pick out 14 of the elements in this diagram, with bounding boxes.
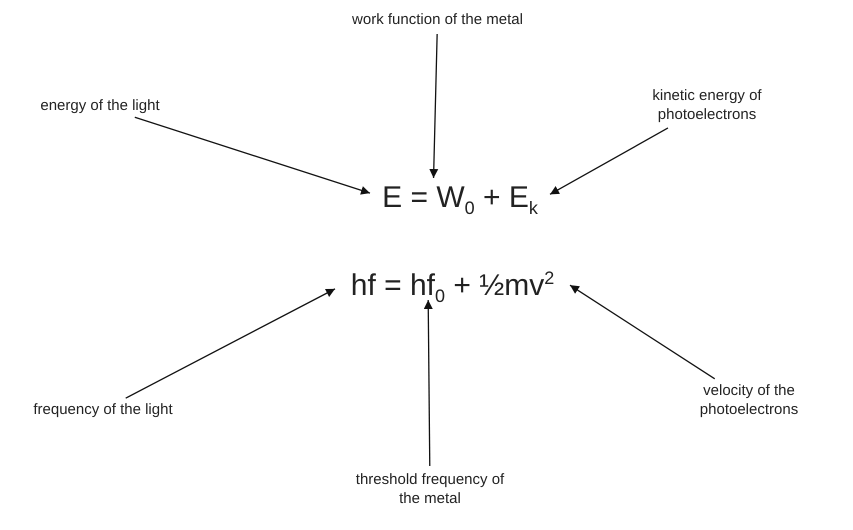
annotation-label: energy of the light xyxy=(20,96,180,115)
arrow xyxy=(424,300,433,466)
arrow xyxy=(134,116,370,195)
equation: E = W$_{0}$ + E$_{k}$ xyxy=(370,178,550,228)
arrow xyxy=(570,284,716,380)
arrow xyxy=(429,34,438,178)
annotation-label: work function of the metal xyxy=(330,10,545,29)
arrow xyxy=(550,127,668,195)
annotation-label: kinetic energy of photoelectrons xyxy=(632,86,782,124)
equation: hf = hf$_{0}$ + ½mv$^{2}$ xyxy=(335,258,570,316)
annotation-label: threshold frequency of the metal xyxy=(345,470,515,508)
arrow xyxy=(125,288,336,399)
annotation-label: frequency of the light xyxy=(8,400,198,419)
annotation-label: velocity of the photoelectrons xyxy=(684,381,814,419)
